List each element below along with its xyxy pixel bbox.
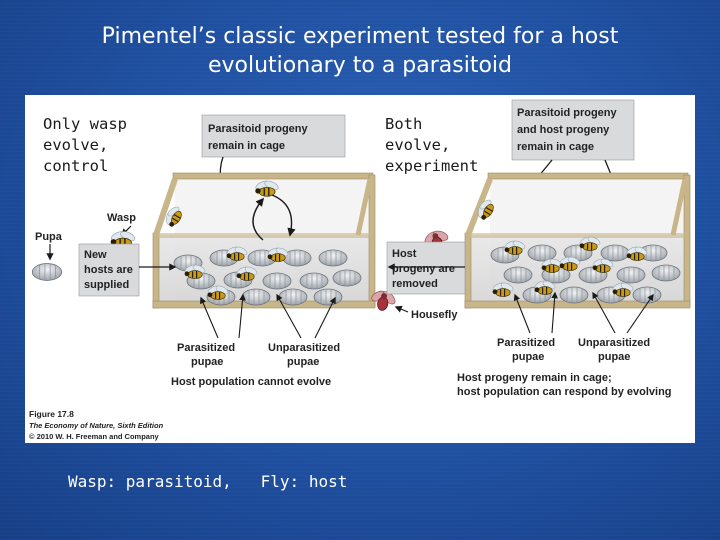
experiment-parasitized-line-2: pupae (512, 351, 544, 363)
new-hosts-line-1: New (84, 249, 107, 261)
slide-caption: Wasp: parasitoid, Fly: host (68, 472, 348, 491)
control-label-line-3: control (43, 157, 108, 175)
control-unparasitized-line-1: Unparasitized (268, 342, 340, 354)
unparasitized-arrow-left (276, 293, 302, 339)
wasp-label: Wasp (107, 212, 136, 224)
exp-unparasitized-arrow-left (592, 291, 616, 334)
credit-line-1: Figure 17.8 (29, 409, 74, 419)
pupa-label: Pupa (35, 231, 63, 243)
credit-line-2: The Economy of Nature, Sixth Edition (29, 421, 164, 430)
experiment-unparasitized-line-1: Unparasitized (578, 337, 650, 349)
host-progeny-line-1: Host (392, 248, 417, 260)
cycle-arrow-left (252, 197, 265, 241)
control-label-line-1: Only wasp (43, 115, 127, 133)
exp-parasitized-arrow-right (551, 291, 558, 334)
experiment-callout-line-1: Parasitoid progeny (517, 107, 618, 119)
new-hosts-line-2: hosts are (84, 264, 133, 276)
experiment-callout-box: Parasitoid progeny and host progeny rema… (511, 99, 635, 161)
exp-parasitized-arrow-left (513, 293, 531, 334)
parasitized-arrow-right (238, 293, 246, 339)
new-hosts-box (78, 243, 140, 297)
control-corner-label: Only wasp evolve, control (43, 115, 127, 175)
cycle-arrow-right (271, 194, 296, 237)
new-hosts-line-3: supplied (84, 279, 129, 291)
parasitized-arrow-left (200, 296, 219, 339)
host-progeny-box (386, 241, 466, 295)
pupa-icon (616, 266, 646, 284)
experiment-label-line-3: experiment (385, 157, 478, 175)
housefly-label-arrow (394, 305, 409, 313)
housefly-label: Housefly (411, 309, 458, 321)
experiment-parasitized-line-1: Parasitized (497, 337, 555, 349)
pupa-icon (332, 269, 362, 287)
pupa-icon (318, 249, 348, 267)
control-unparasitized-line-2: pupae (287, 356, 319, 368)
pupa-icon (632, 286, 662, 304)
pupa-icon (241, 288, 271, 306)
control-callout-line-1: Parasitoid progeny (208, 123, 309, 135)
control-callout-line-2: remain in cage (208, 140, 285, 152)
control-label-line-2: evolve, (43, 136, 108, 154)
experiment-corner-label: Both evolve, experiment (385, 115, 478, 175)
credit-line-3: © 2010 W. H. Freeman and Company (29, 432, 160, 441)
experiment-figure: Only wasp evolve, control Parasitoid pro… (29, 99, 691, 441)
pupa-icon (299, 272, 329, 290)
pupa-icon (527, 244, 557, 262)
control-parasitized-line-2: pupae (191, 356, 223, 368)
experiment-label-line-1: Both (385, 115, 422, 133)
title-line-1: Pimentel’s classic experiment tested for… (101, 24, 619, 49)
pupa-icon (651, 264, 681, 282)
figure-panel: Only wasp evolve, control Parasitoid pro… (25, 95, 695, 443)
control-callout-box: Parasitoid progeny remain in cage (201, 114, 346, 158)
experiment-callout-line-2: and host progeny (517, 124, 610, 136)
pupa-icon (503, 266, 533, 284)
pupa-icon (278, 288, 308, 306)
title-line-2: evolutionary to a parasitoid (207, 53, 512, 78)
pupa-icon (313, 288, 343, 306)
exp-unparasitized-arrow-right (626, 293, 654, 334)
control-parasitized-line-1: Parasitized (177, 342, 235, 354)
experiment-bottom-line-1: Host progeny remain in cage; (457, 372, 612, 384)
experiment-bottom-line-2: host population can respond by evolving (457, 386, 672, 398)
experiment-callout-line-3: remain in cage (517, 141, 594, 153)
unparasitized-arrow-right (314, 296, 336, 339)
pupa-icon (262, 272, 292, 290)
host-progeny-line-3: removed (392, 278, 438, 290)
slide-title: Pimentel’s classic experiment tested for… (40, 22, 680, 80)
experiment-label-line-2: evolve, (385, 136, 450, 154)
experiment-unparasitized-line-2: pupae (598, 351, 630, 363)
host-progeny-line-2: progeny are (392, 263, 455, 275)
pupa-icon (559, 286, 589, 304)
pupa-icon (600, 244, 630, 262)
pupa-icon (31, 263, 63, 281)
control-bottom-text: Host population cannot evolve (171, 376, 331, 388)
figure-credit: Figure 17.8 The Economy of Nature, Sixth… (29, 409, 164, 441)
